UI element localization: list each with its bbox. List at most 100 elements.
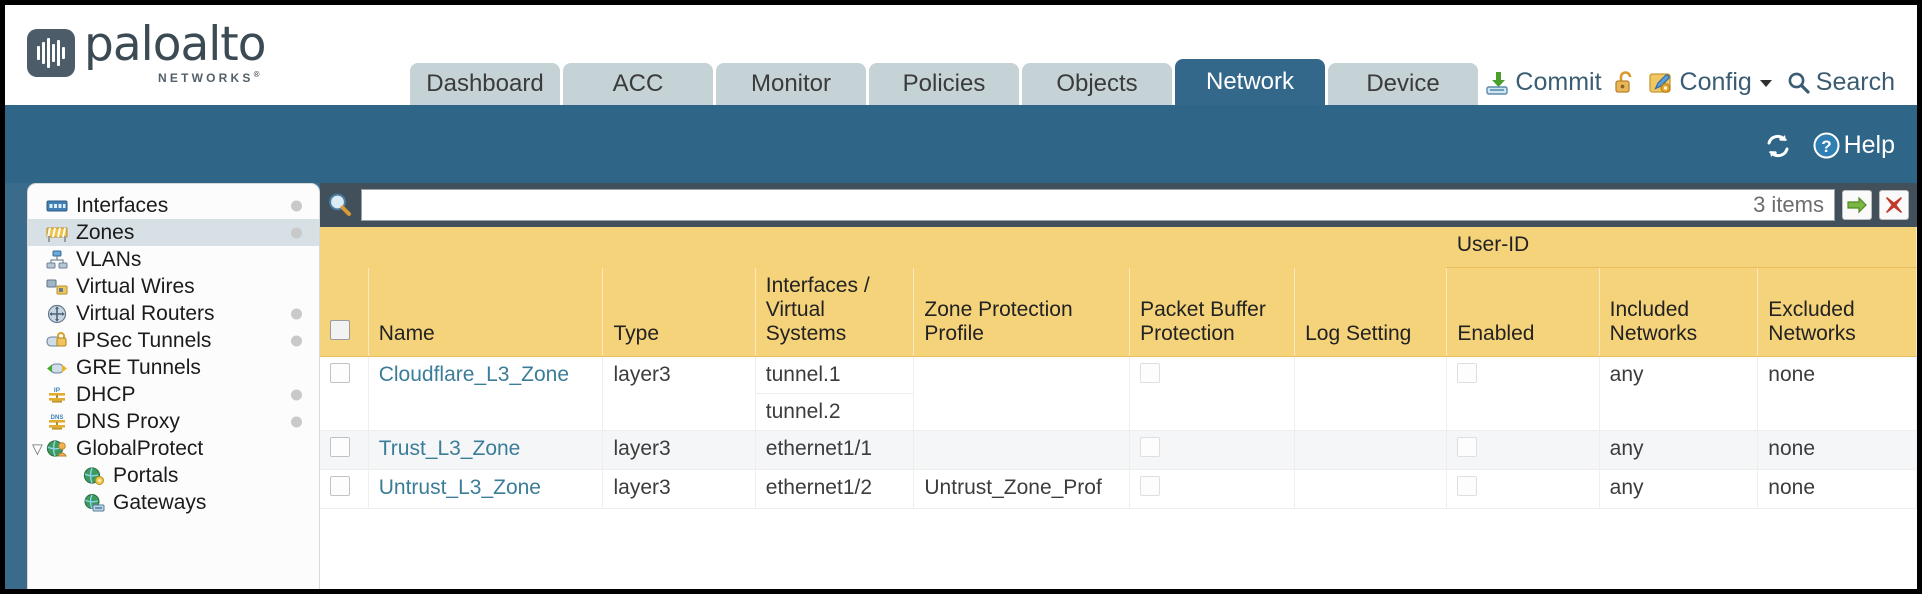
sidebar-item-label: Virtual Routers [76, 301, 215, 325]
brand-name: paloalto [84, 17, 266, 72]
sidebar-item-dot [291, 335, 302, 346]
table-row[interactable]: Untrust_L3_Zone layer3 ethernet1/2 Untru… [320, 469, 1917, 509]
sidebar-item-label: Gateways [113, 490, 207, 514]
table-group-header-row: User-ID [320, 227, 1917, 268]
cell-log-setting [1294, 356, 1448, 431]
items-count-label: 3 items [1753, 192, 1824, 217]
main-nav-tabs: Dashboard ACC Monitor Policies Objects N… [410, 59, 1478, 105]
tab-policies[interactable]: Policies [869, 63, 1019, 105]
portals-icon [83, 466, 105, 486]
group-header-spacer [320, 227, 1447, 268]
zone-name-link[interactable]: Cloudflare_L3_Zone [378, 362, 570, 386]
cell-zone-protection-profile: Untrust_Zone_Prof [913, 469, 1131, 509]
sidebar-item-interfaces[interactable]: Interfaces [28, 192, 319, 219]
chevron-down-icon[interactable] [1757, 76, 1775, 90]
sidebar-item-ipsec-tunnels[interactable]: IPSec Tunnels [28, 327, 319, 354]
lock-button[interactable] [1613, 70, 1637, 96]
config-label: Config [1679, 68, 1752, 96]
virtual-wires-icon [46, 277, 68, 297]
sidebar-item-globalprotect[interactable]: ▽ GlobalProtect [28, 435, 319, 462]
refresh-icon[interactable] [1763, 132, 1793, 160]
cell-name: Untrust_L3_Zone [368, 469, 604, 509]
col-header-type[interactable]: Type [602, 267, 756, 357]
col-header-included-networks[interactable]: Included Networks [1599, 267, 1759, 357]
table-row[interactable]: Trust_L3_Zone layer3 ethernet1/1 any non… [320, 430, 1917, 470]
row-select-cell [320, 469, 369, 509]
table-row[interactable]: Cloudflare_L3_Zone layer3 tunnel.1 tunne… [320, 356, 1917, 431]
packet-buffer-protection-checkbox[interactable] [1140, 362, 1161, 383]
apply-filter-button[interactable] [1842, 190, 1872, 220]
search-button[interactable]: Search [1786, 68, 1895, 97]
select-all-header [320, 267, 369, 357]
tab-device[interactable]: Device [1328, 63, 1478, 105]
filter-search-icon[interactable] [326, 191, 354, 219]
tab-acc[interactable]: ACC [563, 63, 713, 105]
filter-bar: 3 items [320, 183, 1917, 227]
interface-entry: ethernet1/1 [765, 436, 873, 460]
tab-network[interactable]: Network [1175, 59, 1325, 105]
help-bar: ? Help [1763, 131, 1895, 160]
col-header-name[interactable]: Name [368, 267, 604, 357]
row-checkbox[interactable] [330, 475, 350, 496]
commit-label: Commit [1515, 68, 1602, 96]
cell-log-setting [1294, 469, 1448, 509]
ipsec-tunnels-icon [46, 331, 68, 351]
sidebar-item-label: DHCP [76, 382, 136, 406]
col-header-zone-protection-profile[interactable]: Zone Protection Profile [913, 267, 1131, 357]
row-checkbox[interactable] [330, 362, 350, 383]
tab-monitor[interactable]: Monitor [716, 63, 866, 105]
filter-input[interactable]: 3 items [361, 189, 1835, 221]
col-header-packet-buffer-protection[interactable]: Packet Buffer Protection [1129, 267, 1296, 357]
user-id-enabled-checkbox[interactable] [1457, 362, 1478, 383]
config-wrench-icon [1648, 70, 1675, 96]
help-question-icon: ? [1813, 132, 1840, 159]
col-header-log-setting[interactable]: Log Setting [1294, 267, 1448, 357]
zone-name-link[interactable]: Trust_L3_Zone [378, 436, 521, 460]
clear-filter-button[interactable] [1879, 190, 1909, 220]
config-dropdown[interactable]: Config [1648, 68, 1775, 97]
sidebar-item-dhcp[interactable]: IP DHCP [28, 381, 319, 408]
globalprotect-icon [46, 439, 68, 459]
sidebar-item-dns-proxy[interactable]: DNS DNS Proxy [28, 408, 319, 435]
table-header-row: Name Type Interfaces / Virtual Systems Z… [320, 267, 1917, 357]
col-header-enabled[interactable]: Enabled [1446, 267, 1600, 357]
packet-buffer-protection-checkbox[interactable] [1140, 436, 1161, 457]
user-id-group-header: User-ID [1446, 227, 1917, 268]
sidebar-item-portals[interactable]: Portals [28, 462, 319, 489]
cell-interfaces: ethernet1/1 [755, 430, 915, 470]
sidebar-item-label: VLANs [76, 247, 142, 271]
sidebar-item-zones[interactable]: Zones [28, 219, 319, 246]
zones-table-wrap: User-ID Name Type Interfaces / Virtual S… [320, 227, 1917, 589]
row-checkbox[interactable] [330, 436, 350, 457]
top-actions: Commit [1484, 68, 1895, 97]
tab-dashboard[interactable]: Dashboard [410, 63, 560, 105]
sidebar-item-label: Portals [113, 463, 179, 487]
commit-button[interactable]: Commit [1484, 68, 1602, 97]
cell-user-id-enabled [1446, 469, 1600, 509]
sidebar-item-dot [291, 227, 302, 238]
user-id-enabled-checkbox[interactable] [1457, 436, 1478, 457]
col-header-excluded-networks[interactable]: Excluded Networks [1757, 267, 1917, 357]
help-link[interactable]: ? Help [1813, 131, 1895, 160]
sidebar-item-gateways[interactable]: Gateways [28, 489, 319, 516]
packet-buffer-protection-checkbox[interactable] [1140, 475, 1161, 496]
sidebar-item-virtual-routers[interactable]: Virtual Routers [28, 300, 319, 327]
svg-text:DNS: DNS [51, 415, 64, 421]
sidebar-item-label: GlobalProtect [76, 436, 204, 460]
sidebar-item-vlans[interactable]: VLANs [28, 246, 319, 273]
sidebar-item-dot [291, 416, 302, 427]
zones-table: User-ID Name Type Interfaces / Virtual S… [320, 227, 1917, 509]
cell-excluded-networks: none [1757, 430, 1917, 470]
gre-tunnels-icon [46, 358, 68, 378]
sidebar-item-virtual-wires[interactable]: Virtual Wires [28, 273, 319, 300]
user-id-enabled-checkbox[interactable] [1457, 475, 1478, 496]
sidebar-item-gre-tunnels[interactable]: GRE Tunnels [28, 354, 319, 381]
zone-name-link[interactable]: Untrust_L3_Zone [378, 475, 541, 499]
select-all-checkbox[interactable] [330, 319, 350, 340]
expand-collapse-caret-icon[interactable]: ▽ [32, 440, 43, 456]
help-label: Help [1843, 131, 1895, 159]
sidebar-item-label: IPSec Tunnels [76, 328, 212, 352]
col-header-interfaces[interactable]: Interfaces / Virtual Systems [755, 267, 915, 357]
network-sidebar: Interfaces Zones VLANs Virtual Wires [27, 183, 320, 589]
tab-objects[interactable]: Objects [1022, 63, 1172, 105]
